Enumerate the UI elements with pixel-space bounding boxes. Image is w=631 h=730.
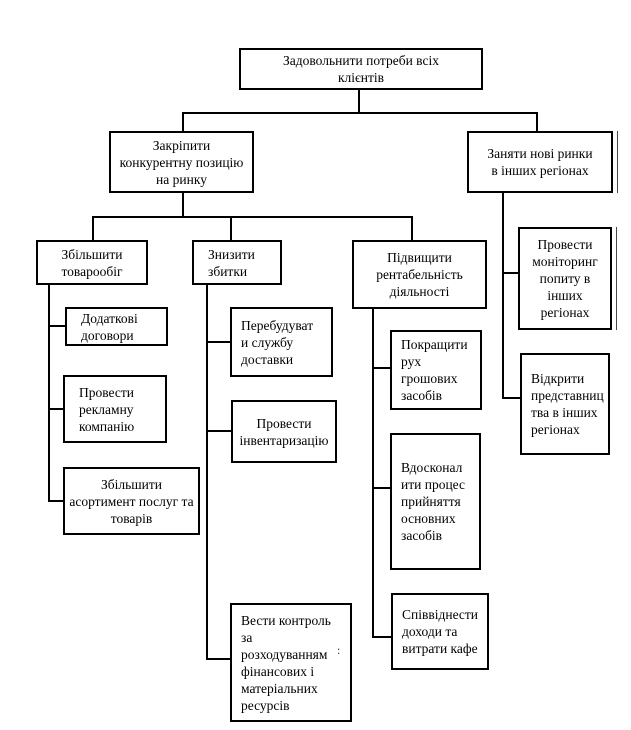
connector-drop-strengthen	[182, 112, 184, 132]
connector-stub-offices	[502, 397, 520, 399]
node-cost-control: Вести контроль за розходуванням фінансов…	[230, 603, 352, 722]
node-inventory: Провести інвентаризацію	[231, 400, 337, 463]
connector-stub-cashflow	[372, 367, 390, 369]
box-shadow-line	[617, 131, 618, 193]
connector-turnover-trunk	[48, 285, 50, 502]
node-strengthen-position: Закріпити конкурентну позицію на ринку	[109, 131, 254, 193]
node-open-offices: Відкрити представниц тва в інших регіона…	[520, 353, 610, 455]
node-root-goal: Задовольнити потреби всіх клієнтів	[239, 48, 483, 90]
node-reduce-losses: Знизити збитки	[192, 240, 282, 285]
connector-stub-balance	[372, 636, 391, 638]
connector-occupy-trunk	[502, 193, 504, 399]
connector-stub-assortment	[48, 500, 63, 502]
node-rebuild-delivery: Перебудуват и службу доставки	[230, 307, 333, 377]
connector-root-stem	[358, 90, 360, 114]
connector-stub-inventory	[206, 430, 231, 432]
node-improve-cashflow: Покращити рух грошових засобів	[390, 330, 482, 410]
node-balance-income-expenses: Співвіднести доходи та витрати кафе	[391, 593, 489, 670]
node-advertising-campaign: Провести рекламну компанію	[63, 375, 167, 443]
connector-losses-trunk	[206, 285, 208, 660]
connector-drop-profit	[411, 216, 413, 240]
node-occupy-new-markets: Заняти нові ринки в інших регіонах	[467, 131, 613, 193]
node-increase-profitability: Підвищити рентабельність діяльності	[352, 240, 487, 309]
node-improve-assets-process: Вдосконал ити процес прийняття основних …	[390, 433, 481, 570]
connector-level1-rail	[182, 112, 538, 114]
node-monitor-demand: Провести моніторинг попиту в інших регіо…	[518, 227, 612, 330]
connector-stub-assets	[372, 487, 390, 489]
connector-drop-turnover	[92, 216, 94, 240]
connector-drop-occupy	[536, 112, 538, 132]
stray-colon-mark: :	[337, 643, 341, 657]
box-shadow-line	[616, 227, 617, 330]
connector-stub-control	[206, 658, 230, 660]
connector-drop-losses	[230, 216, 232, 240]
node-expand-assortment: Збільшити асортимент послуг та товарів	[63, 467, 200, 535]
connector-level2-rail	[92, 216, 413, 218]
connector-stub-contracts	[48, 325, 65, 327]
connector-strengthen-stem	[182, 193, 184, 216]
node-extra-contracts: Додаткові договори	[65, 307, 168, 346]
connector-stub-advertising	[48, 408, 63, 410]
node-increase-turnover: Збільшити товарообіг	[36, 240, 148, 285]
connector-stub-monitoring	[502, 272, 518, 274]
connector-stub-delivery	[206, 341, 230, 343]
connector-profit-trunk	[372, 309, 374, 638]
